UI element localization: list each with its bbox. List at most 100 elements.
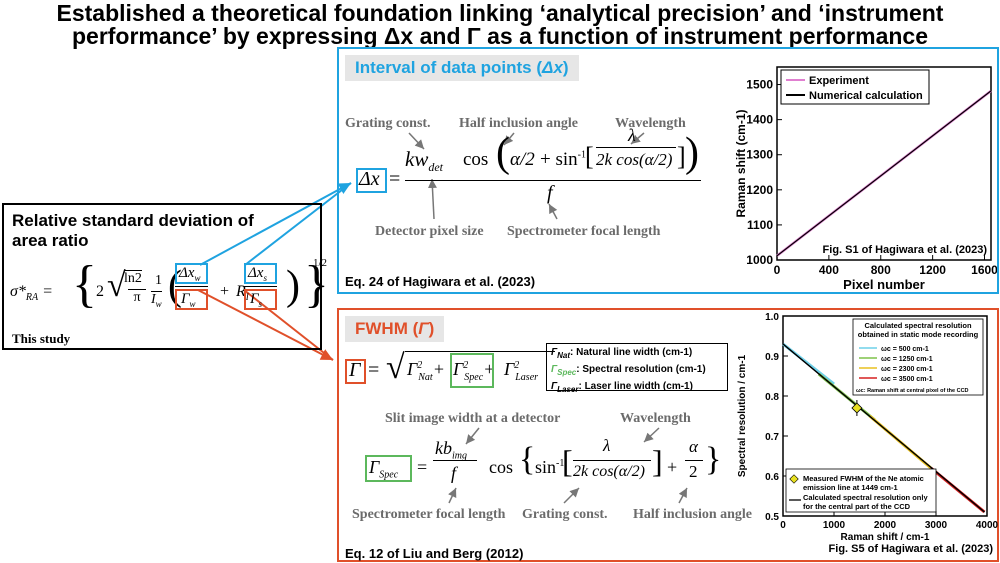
top-caption: Eq. 24 of Hagiwara et al. (2023)	[345, 274, 536, 289]
legend-label-3: ωc = 3500 cm-1	[881, 376, 933, 383]
left-caption: This study	[12, 331, 71, 346]
left-heading: Relative standard deviation of area rati…	[12, 211, 254, 251]
chart-resolution-vs-raman: 0 1000 2000 3000 4000 0.5 0.6 0.7 0.8 0.9 1.0Calcu…	[737, 312, 999, 555]
y-tick-label: 0.7	[765, 432, 779, 443]
box-gamma-spec-2	[365, 455, 412, 482]
legend-label-1: ωc = 1250 cm-1	[881, 356, 933, 363]
legend2-line-3: Calculated spectral resolution only	[803, 493, 928, 502]
legend2-line-2: emission line at 1449 cm-1	[803, 483, 898, 492]
label-wavelength: Wavelength	[615, 116, 686, 131]
y-tick-label: 0.6	[765, 472, 779, 483]
x-axis-label: Pixel number	[843, 277, 925, 290]
main-title: Established a theoretical foundation lin…	[0, 2, 1000, 48]
y-axis-label: Spectral resolution / cm-1	[737, 354, 748, 477]
series-line-top	[782, 343, 985, 513]
gamma-spec-equation: ΓSpec = kbimg f cos { sin-1 [ λ 2k cos(α…	[369, 436, 722, 483]
label-dx-w: Δxw	[179, 265, 201, 283]
y-tick-label: 1000	[746, 253, 773, 267]
x-tick-label: 1600	[971, 263, 997, 277]
legend-label-0: ωc = 500 cm-1	[881, 346, 929, 353]
label-wavelength-2: Wavelength	[620, 411, 691, 426]
legend-box-upper	[852, 318, 984, 396]
x-tick-label: 0	[780, 520, 786, 531]
y-tick-label: 1300	[746, 148, 773, 162]
y-tick-label: 1500	[746, 78, 773, 92]
legend-box	[780, 69, 930, 105]
chart-annotation: Fig. S5 of Hagiwara et al. (2023)	[829, 543, 994, 555]
legend2-line-1: Measured FWHM of the Ne atomic	[803, 474, 924, 483]
chart-pixel-vs-raman: 0 400 800 1200 1600 1000 1100 1200 1300 1400 1500 E…	[734, 66, 997, 290]
label-half-inclusion-angle: Half inclusion angle	[459, 116, 579, 131]
x-tick-label: 2000	[874, 520, 897, 531]
gamma-legend-laser: ΓLaser: Laser line width (cm-1)	[551, 381, 693, 394]
bottom-heading-symbol: Γ	[418, 319, 429, 338]
blue-arrow-1	[199, 182, 352, 266]
gamma-equation: Γ = √ Γ2Nat+ Γ2Spec+ Γ2Laser	[349, 349, 555, 386]
x-tick-label: 1000	[823, 520, 846, 531]
legend-label-2: ωc = 2300 cm-1	[881, 366, 933, 373]
x-tick-label: 800	[871, 263, 891, 277]
left-heading-line-2: area ratio	[12, 231, 89, 250]
label-half-inclusion-angle-2: Half inclusion angle	[633, 507, 753, 522]
left-heading-line-1: Relative standard deviation of	[12, 211, 254, 230]
label-focal-length: Spectrometer focal length	[507, 224, 661, 239]
y-tick-label: 0.5	[765, 512, 779, 523]
top-heading: Interval of data points (Δx)	[345, 55, 579, 81]
title-line-2: performance’ by expressing Δx and Γ as a…	[71, 23, 928, 49]
bottom-panel: FWHM (Γ) Γ = √ Γ2Nat+ Γ2Spec+ Γ2Laser ΓN…	[337, 308, 999, 562]
y-axis-label: Raman shift (cm-1)	[734, 109, 748, 217]
y-tick-label: 1100	[747, 218, 773, 232]
box-dx-s	[244, 263, 277, 284]
box-gamma-s	[244, 289, 277, 310]
title-line-1: Established a theoretical foundation lin…	[56, 0, 944, 26]
label-detector-pixel-size: Detector pixel size	[375, 224, 484, 239]
box-gamma-spec-1	[450, 353, 494, 388]
x-tick-label: 1200	[919, 263, 946, 277]
box-dx-w	[175, 263, 208, 284]
label-focal-length-2: Spectrometer focal length	[352, 507, 506, 522]
gamma-legend-spec: ΓSpec: Spectral resolution (cm-1)	[551, 364, 706, 377]
plot-frame	[776, 66, 992, 261]
bottom-heading-suffix: )	[428, 319, 435, 338]
legend-point-swatch	[789, 474, 799, 484]
legend-title-2: obtained in static mode recording	[858, 330, 979, 339]
gamma-legend-box: ΓNat: Natural line width (cm-1) ΓSpec: S…	[546, 343, 728, 394]
legend-title-1: Calculated spectral resolution	[864, 321, 972, 330]
top-panel: Interval of data points (Δx) Grating con…	[337, 47, 999, 294]
box-gamma	[345, 359, 366, 384]
label-grating-const: Grating const.	[345, 116, 431, 131]
y-tick-label: 1400	[746, 113, 773, 127]
y-tick-label: 0.8	[765, 392, 779, 403]
label-gamma-s: Γs	[250, 291, 263, 309]
bottom-heading: FWHM (Γ)	[345, 316, 445, 342]
legend-label-1: Numerical calculation	[809, 90, 923, 102]
x-tick-label: 4000	[976, 520, 999, 531]
x-tick-label: 3000	[925, 520, 948, 531]
y-tick-label: 1.0	[765, 312, 779, 323]
box-gamma-w	[175, 289, 208, 310]
top-equation: Δx = kwdet cos ( α/2 + sin-1 [ λ 2k cos(…	[359, 125, 701, 204]
bottom-annotation-arrows	[448, 427, 688, 504]
legend-label-0: Experiment	[809, 75, 869, 87]
bottom-caption: Eq. 12 of Liu and Berg (2012)	[345, 546, 524, 561]
top-heading-suffix: )	[562, 58, 569, 77]
legend-note: ωc: Raman shift at central pixel of the …	[856, 388, 969, 394]
top-heading-prefix: Interval of data points (	[355, 58, 543, 77]
measured-point	[851, 402, 863, 414]
label-grating-const-2: Grating const.	[522, 507, 608, 522]
series-line-1	[776, 90, 992, 257]
y-tick-label: 1200	[746, 183, 773, 197]
gamma-legend-nat: ΓNat: Natural line width (cm-1)	[551, 347, 693, 360]
x-tick-label: 400	[819, 263, 839, 277]
frac-line-w	[175, 286, 208, 287]
legend-box-lower	[785, 468, 937, 513]
bottom-heading-prefix: FWHM (	[355, 319, 419, 338]
x-tick-label: 0	[774, 263, 781, 277]
left-panel: Relative standard deviation of area rati…	[2, 203, 329, 350]
x-axis-label: Raman shift / cm-1	[841, 532, 930, 543]
legend2-line-4: for the central part of the CCD	[803, 502, 911, 511]
box-dx	[356, 168, 387, 193]
top-heading-symbol: Δx	[542, 58, 563, 77]
label-dx-s: Δxs	[248, 265, 267, 283]
y-tick-label: 0.9	[765, 352, 779, 363]
